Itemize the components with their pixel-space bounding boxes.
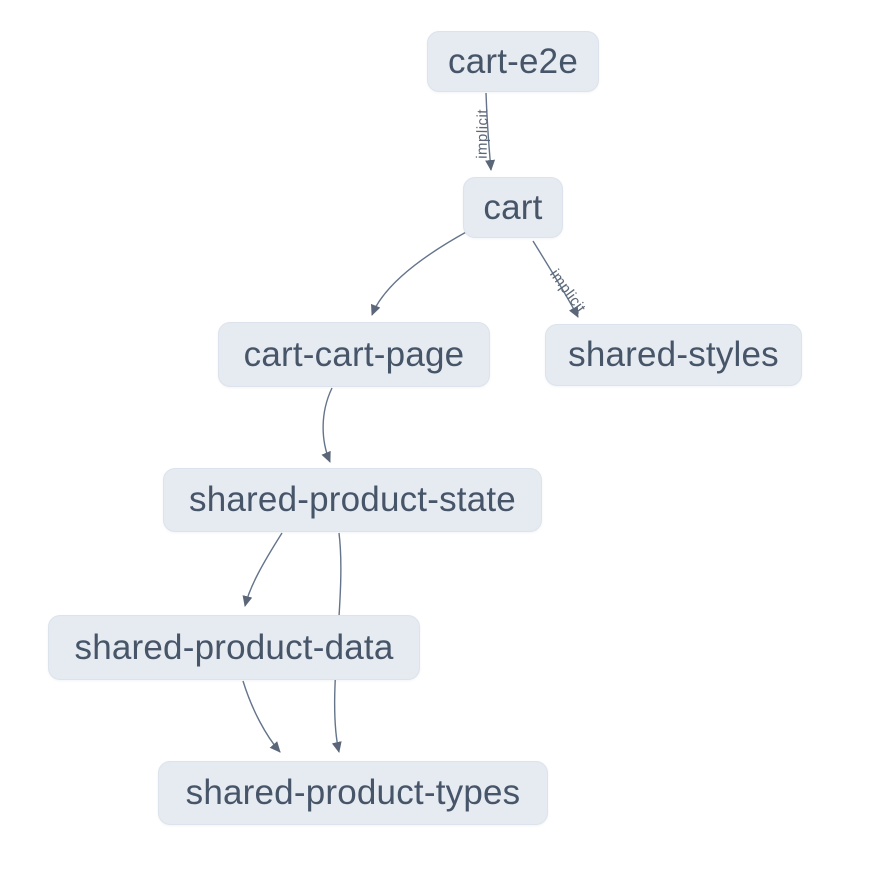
node-label-shared-product-state: shared-product-state: [189, 480, 516, 519]
graph-node-shared-product-types[interactable]: shared-product-types: [158, 761, 548, 825]
graph-node-shared-product-data[interactable]: shared-product-data: [48, 615, 420, 680]
node-label-cart: cart: [483, 187, 543, 227]
edge-cart-cart-page-to-shared-product-state: [321, 387, 333, 463]
graph-node-cart-e2e[interactable]: cart-e2e: [427, 31, 599, 92]
graph-node-cart-cart-page[interactable]: cart-cart-page: [218, 322, 490, 387]
edge-cart-to-shared-styles: [532, 240, 579, 318]
node-label-shared-styles: shared-styles: [568, 335, 779, 374]
edge-shared-product-data-to-shared-product-types: [242, 680, 281, 753]
node-label-shared-product-types: shared-product-types: [185, 773, 521, 812]
edge-cart-e2e-to-cart: [485, 92, 496, 171]
edge-shared-product-state-to-shared-product-data: [242, 532, 283, 607]
node-label-cart-e2e: cart-e2e: [448, 41, 578, 81]
graph-node-shared-product-state[interactable]: shared-product-state: [163, 468, 542, 532]
graph-node-shared-styles[interactable]: shared-styles: [545, 324, 802, 386]
edge-label-implicit-cart-e2e-cart: implicit: [474, 109, 492, 159]
edge-cart-to-cart-cart-page: [371, 230, 469, 316]
node-label-shared-product-data: shared-product-data: [74, 627, 394, 667]
graph-node-cart[interactable]: cart: [463, 177, 563, 238]
node-label-cart-cart-page: cart-cart-page: [243, 334, 465, 374]
edge-label-implicit-cart-shared-styles: implicit: [546, 266, 589, 317]
